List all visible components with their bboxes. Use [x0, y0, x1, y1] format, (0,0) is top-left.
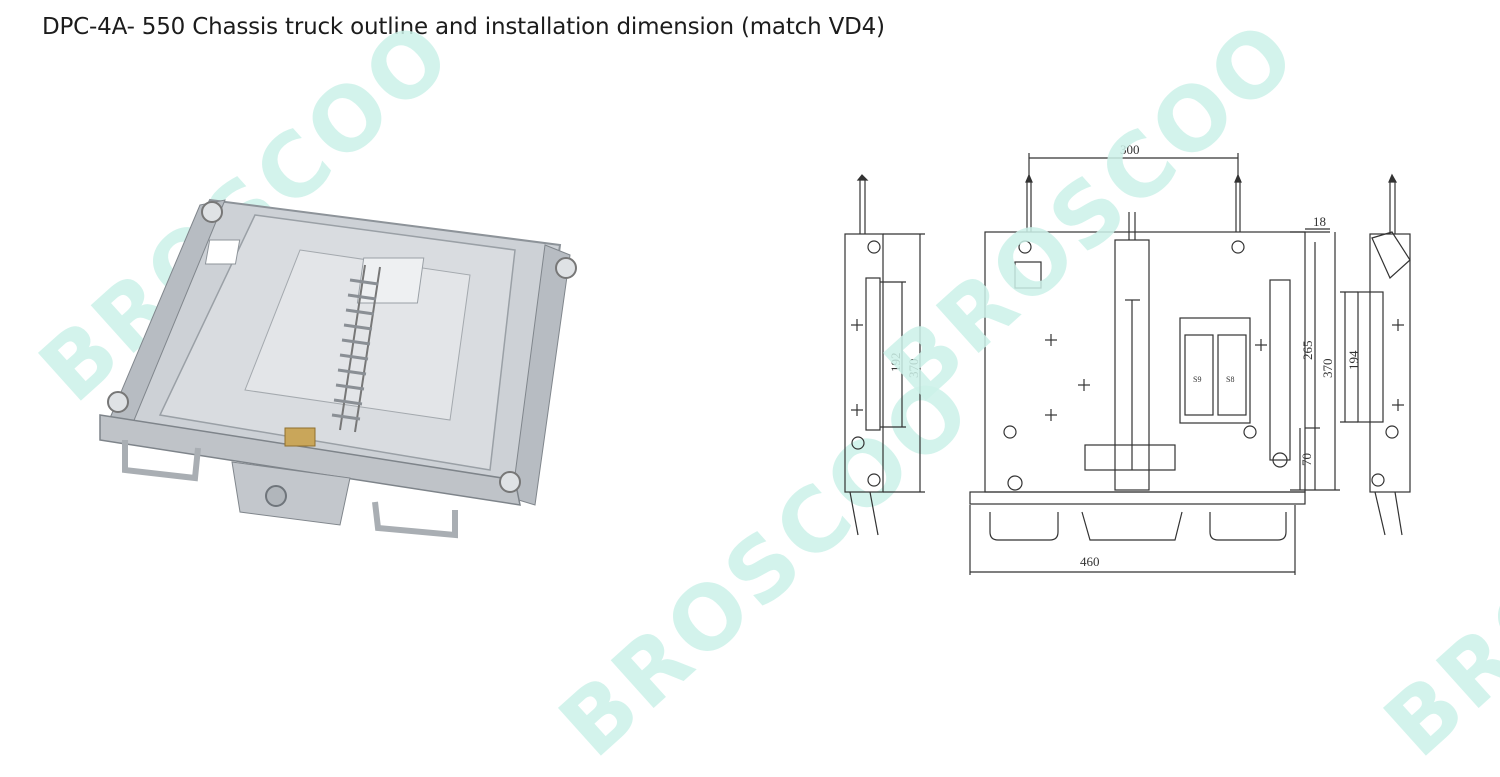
- dim-192: 192: [888, 353, 903, 373]
- dim-370-main: 370: [1320, 359, 1335, 379]
- outline-drawing: [844, 153, 1411, 575]
- dim-194: 194: [1346, 350, 1361, 370]
- page-title: DPC-4A- 550 Chassis truck outline and in…: [42, 14, 885, 40]
- figures: 300 18 460 265 370 70 192 370 194 S9 S8: [99, 142, 1411, 575]
- dim-265: 265: [1300, 341, 1315, 361]
- dim-300: 300: [1120, 142, 1140, 157]
- label-s9: S9: [1193, 375, 1201, 384]
- dim-18: 18: [1313, 214, 1326, 229]
- mounting-marks: [851, 319, 1404, 421]
- dim-460: 460: [1080, 554, 1100, 569]
- chassis-truck-photo: [99, 198, 577, 539]
- dim-70: 70: [1299, 453, 1314, 466]
- dim-370-left: 370: [906, 359, 921, 379]
- label-s8: S8: [1226, 375, 1234, 384]
